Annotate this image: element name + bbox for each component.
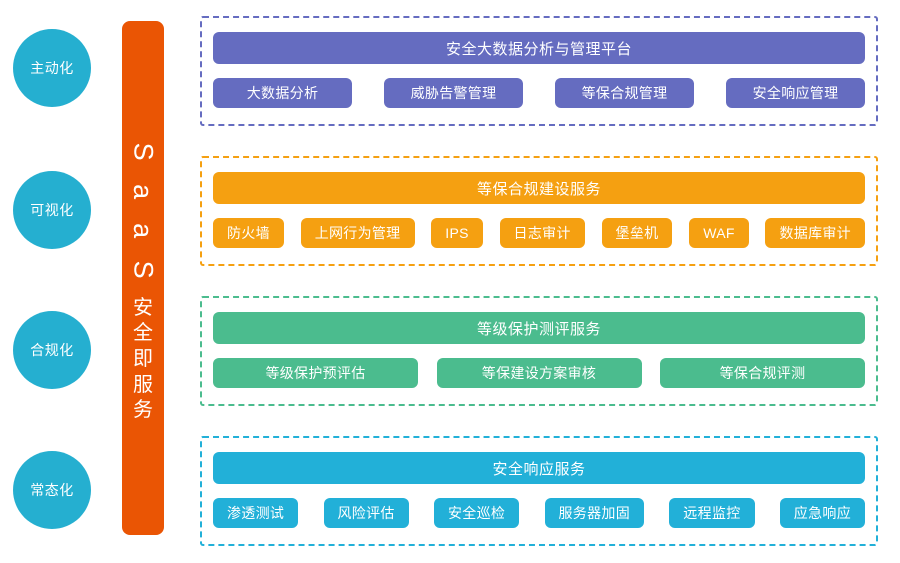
saas-cjk-char: 务 — [133, 399, 153, 422]
service-item-chip[interactable]: 风险评估 — [323, 498, 409, 528]
service-group-big-data-platform: 安全大数据分析与管理平台 大数据分析 威胁告警管理 等保合规管理 安全响应管理 — [200, 16, 878, 126]
group-item-row: 大数据分析 威胁告警管理 等保合规管理 安全响应管理 — [213, 76, 865, 110]
saas-cjk-char: 全 — [133, 322, 153, 345]
service-item-chip[interactable]: 等保合规评测 — [660, 358, 865, 388]
service-item-chip[interactable]: 远程监控 — [669, 498, 755, 528]
saas-cjk-stack: 安 全 即 服 务 — [133, 296, 153, 424]
saas-letter: a — [128, 183, 159, 199]
service-item-chip[interactable]: 服务器加固 — [544, 498, 644, 528]
service-item-chip[interactable]: WAF — [689, 218, 749, 248]
stage-circle-normalized[interactable]: 常态化 — [13, 451, 91, 529]
saas-cjk-char: 即 — [133, 347, 153, 370]
service-item-chip[interactable]: 堡垒机 — [601, 218, 673, 248]
group-header-title[interactable]: 安全响应服务 — [213, 452, 865, 484]
service-group-security-response: 安全响应服务 渗透测试 风险评估 安全巡检 服务器加固 远程监控 应急响应 — [200, 436, 878, 546]
stage-circle-label: 合规化 — [30, 342, 74, 358]
service-item-chip[interactable]: 日志审计 — [499, 218, 585, 248]
stage-circle-label: 可视化 — [30, 202, 74, 218]
service-item-chip[interactable]: 防火墙 — [213, 218, 284, 248]
saas-letter: a — [128, 223, 159, 239]
group-header-title[interactable]: 安全大数据分析与管理平台 — [213, 32, 865, 64]
stage-circle-compliant[interactable]: 合规化 — [13, 311, 91, 389]
service-item-chip[interactable]: 安全响应管理 — [726, 78, 865, 108]
service-item-chip[interactable]: 等保建设方案审核 — [436, 358, 642, 388]
group-item-row: 渗透测试 风险评估 安全巡检 服务器加固 远程监控 应急响应 — [213, 496, 865, 530]
saas-letter: S — [128, 142, 159, 161]
service-item-chip[interactable]: 上网行为管理 — [300, 218, 415, 248]
service-group-stack: 安全大数据分析与管理平台 大数据分析 威胁告警管理 等保合规管理 安全响应管理 … — [200, 0, 882, 563]
saas-vertical-banner: S a a S 安 全 即 服 务 — [122, 21, 164, 535]
group-header-title[interactable]: 等保合规建设服务 — [213, 172, 865, 204]
saas-letter: S — [128, 261, 159, 280]
service-item-chip[interactable]: 威胁告警管理 — [384, 78, 523, 108]
stage-circle-visualized[interactable]: 可视化 — [13, 171, 91, 249]
stage-circle-label: 常态化 — [30, 482, 74, 498]
service-group-compliance-build: 等保合规建设服务 防火墙 上网行为管理 IPS 日志审计 堡垒机 WAF 数据库… — [200, 156, 878, 266]
stage-circle-proactive[interactable]: 主动化 — [13, 29, 91, 107]
service-item-chip[interactable]: 大数据分析 — [213, 78, 352, 108]
group-item-row: 防火墙 上网行为管理 IPS 日志审计 堡垒机 WAF 数据库审计 — [213, 216, 865, 250]
service-item-chip[interactable]: 渗透测试 — [213, 498, 299, 528]
stage-circle-column: 主动化 可视化 合规化 常态化 — [0, 0, 110, 563]
service-group-grading-evaluation: 等级保护测评服务 等级保护预评估 等保建设方案审核 等保合规评测 — [200, 296, 878, 406]
saas-cjk-char: 安 — [133, 296, 153, 319]
service-item-chip[interactable]: 等级保护预评估 — [213, 358, 418, 388]
service-item-chip[interactable]: 安全巡检 — [434, 498, 520, 528]
stage-circle-label: 主动化 — [30, 60, 74, 76]
group-header-title[interactable]: 等级保护测评服务 — [213, 312, 865, 344]
service-item-chip[interactable]: 数据库审计 — [765, 218, 865, 248]
service-item-chip[interactable]: 等保合规管理 — [555, 78, 694, 108]
service-item-chip[interactable]: IPS — [431, 218, 483, 248]
saas-cjk-char: 服 — [133, 373, 153, 396]
group-item-row: 等级保护预评估 等保建设方案审核 等保合规评测 — [213, 356, 865, 390]
service-item-chip[interactable]: 应急响应 — [779, 498, 865, 528]
